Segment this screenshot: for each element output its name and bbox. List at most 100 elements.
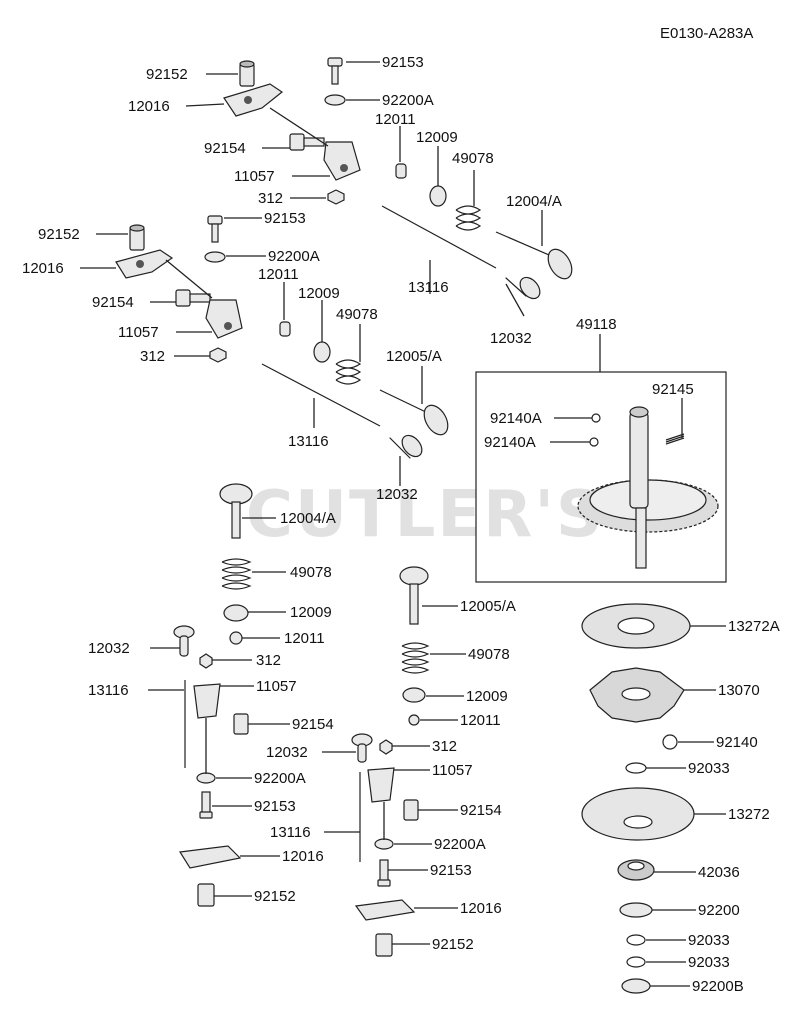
callout-312: 312 bbox=[140, 348, 165, 365]
washer-92200a-b bbox=[204, 251, 226, 263]
guide-plate-11057-b bbox=[205, 299, 243, 339]
callout-labels: 92152 12016 92153 92200A 12011 92154 120… bbox=[22, 54, 780, 995]
callout-49078: 49078 bbox=[290, 564, 332, 581]
callout-13116: 13116 bbox=[270, 824, 311, 841]
plate-13272a bbox=[581, 603, 691, 649]
cap-12011-d bbox=[408, 714, 420, 726]
nut-312-d bbox=[379, 739, 393, 755]
callout-12032: 12032 bbox=[266, 744, 308, 761]
valve-12005a-d bbox=[399, 566, 429, 625]
callout-12016: 12016 bbox=[22, 260, 64, 277]
retainer-12009-b bbox=[313, 341, 331, 363]
retainer-12009-d bbox=[402, 687, 426, 703]
callout-11057: 11057 bbox=[432, 762, 473, 779]
callout-13116: 13116 bbox=[288, 433, 329, 450]
callout-92154: 92154 bbox=[204, 140, 246, 157]
callout-11057: 11057 bbox=[234, 168, 275, 185]
callout-13272a: 13272A bbox=[728, 618, 780, 635]
camshaft-gear-49118 bbox=[577, 406, 719, 569]
bolt-92154-a bbox=[289, 133, 325, 151]
valve-12004a-a bbox=[495, 231, 573, 280]
callout-92153: 92153 bbox=[264, 210, 306, 227]
callout-12009: 12009 bbox=[466, 688, 508, 705]
callout-92154: 92154 bbox=[92, 294, 134, 311]
callout-312: 312 bbox=[432, 738, 457, 755]
spring-49078-d bbox=[401, 642, 430, 674]
callout-12005a: 12005/A bbox=[460, 598, 516, 615]
callout-49078: 49078 bbox=[452, 150, 494, 167]
retainer-12009-a bbox=[429, 185, 447, 207]
nut-312-b bbox=[209, 347, 227, 363]
cap-12011-a bbox=[395, 163, 407, 179]
callout-92200a: 92200A bbox=[254, 770, 306, 787]
callout-92154: 92154 bbox=[460, 802, 502, 819]
callout-92152: 92152 bbox=[146, 66, 188, 83]
callout-92153: 92153 bbox=[430, 862, 472, 879]
spring-92145 bbox=[665, 433, 685, 445]
callout-12011: 12011 bbox=[284, 630, 325, 647]
callout-92140a: 92140A bbox=[484, 434, 536, 451]
retainer-12009-c bbox=[223, 604, 249, 622]
bolt-92153-c bbox=[199, 791, 213, 819]
governor-weight-13070 bbox=[589, 667, 685, 723]
tappet-12032-d bbox=[351, 733, 373, 763]
bolt-92153-b bbox=[207, 215, 223, 243]
watermark: CUTLER'S bbox=[246, 478, 604, 552]
callout-92152: 92152 bbox=[432, 936, 474, 953]
nut-312-a bbox=[327, 189, 345, 205]
rocker-arm-12016-a bbox=[223, 83, 284, 117]
callout-12009: 12009 bbox=[298, 285, 340, 302]
callout-11057: 11057 bbox=[256, 678, 297, 695]
callout-12005a: 12005/A bbox=[386, 348, 442, 365]
callout-13116: 13116 bbox=[88, 682, 129, 699]
cap-12011-c bbox=[229, 631, 243, 645]
rocker-arm-12016-c bbox=[178, 845, 242, 869]
callout-12016: 12016 bbox=[128, 98, 170, 115]
callout-12032: 12032 bbox=[490, 330, 532, 347]
bolt-92153-a bbox=[327, 57, 343, 85]
snap-ring-92033-a bbox=[625, 762, 647, 774]
guide-plate-11057-c bbox=[193, 683, 221, 719]
nut-312-c bbox=[199, 653, 213, 669]
callout-12009: 12009 bbox=[416, 129, 458, 146]
callout-92200b: 92200B bbox=[692, 978, 744, 995]
pivot-92152-b bbox=[129, 224, 145, 251]
callout-49118: 49118 bbox=[576, 316, 617, 333]
guide-plate-11057-a bbox=[323, 141, 361, 181]
callout-12009: 12009 bbox=[290, 604, 332, 621]
bolt-92154-b bbox=[175, 289, 211, 307]
callout-12016: 12016 bbox=[282, 848, 324, 865]
tappet-12032-c bbox=[173, 625, 195, 657]
callout-49078: 49078 bbox=[336, 306, 378, 323]
ball-92140a-b bbox=[589, 437, 599, 447]
push-rod-13116-b bbox=[261, 363, 381, 427]
diagram-code: E0130-A283A bbox=[660, 25, 753, 42]
callout-92153: 92153 bbox=[254, 798, 296, 815]
callout-13070: 13070 bbox=[718, 682, 760, 699]
pivot-92152-a bbox=[239, 60, 255, 87]
callout-92145: 92145 bbox=[652, 381, 694, 398]
callout-92033: 92033 bbox=[688, 760, 730, 777]
callout-12032: 12032 bbox=[88, 640, 130, 657]
bolt-92153-d bbox=[377, 859, 391, 887]
callout-12011: 12011 bbox=[460, 712, 501, 729]
spring-49078-a bbox=[455, 205, 482, 231]
callout-13272: 13272 bbox=[728, 806, 770, 823]
snap-ring-92033-c bbox=[626, 956, 646, 968]
camshaft-assembly-box bbox=[475, 371, 727, 583]
callout-42036: 42036 bbox=[698, 864, 740, 881]
callout-92152: 92152 bbox=[38, 226, 80, 243]
washer-92200b bbox=[621, 978, 651, 994]
callout-92033: 92033 bbox=[688, 954, 730, 971]
callout-92140: 92140 bbox=[716, 734, 758, 751]
callout-92154: 92154 bbox=[292, 716, 334, 733]
rocker-arm-12016-b bbox=[115, 249, 174, 279]
callout-92200a: 92200A bbox=[382, 92, 434, 109]
rocker-arm-12016-d bbox=[354, 899, 416, 921]
ball-92140 bbox=[662, 734, 678, 750]
callout-92033: 92033 bbox=[688, 932, 730, 949]
parts-art bbox=[115, 57, 719, 994]
washer-92200a-c bbox=[196, 772, 216, 784]
push-rod-13116-a bbox=[381, 205, 497, 269]
